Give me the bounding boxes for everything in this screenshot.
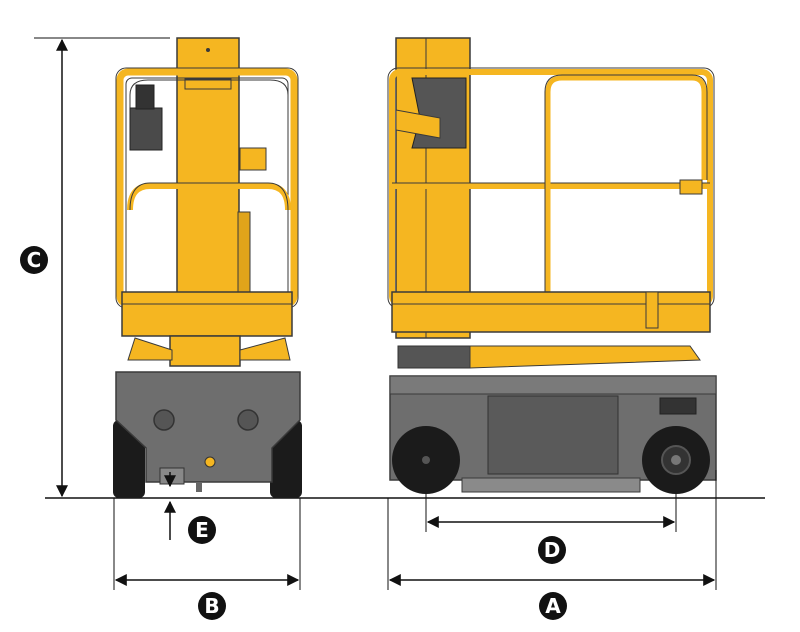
side-platform-deck	[391, 291, 711, 333]
front-platform-deck	[121, 291, 293, 337]
side-rear-wheel	[392, 426, 460, 494]
marker-b: B	[198, 592, 226, 620]
marker-e: E	[188, 516, 216, 544]
marker-e-label: E	[195, 518, 209, 542]
marker-c-label: C	[27, 248, 42, 272]
front-view	[113, 37, 302, 498]
front-chassis-hole-right	[237, 409, 259, 431]
side-view	[387, 37, 717, 494]
marker-d: D	[538, 536, 566, 564]
front-mast-top-plate	[184, 78, 232, 90]
marker-a-label: A	[545, 594, 561, 618]
marker-a: A	[539, 592, 567, 620]
side-front-wheel	[642, 426, 710, 494]
front-cylinder	[237, 211, 251, 297]
marker-c: C	[20, 246, 48, 274]
front-chassis	[115, 371, 301, 483]
front-top-rail	[129, 79, 289, 150]
marker-d-label: D	[544, 538, 561, 562]
marker-b-label: B	[204, 594, 219, 618]
front-mid-rail	[127, 183, 291, 211]
front-chassis-hole-left	[153, 409, 175, 431]
side-battery-box	[487, 395, 619, 475]
side-gate	[545, 75, 707, 296]
front-mast-bolt	[206, 48, 210, 52]
front-control-box	[129, 107, 163, 151]
